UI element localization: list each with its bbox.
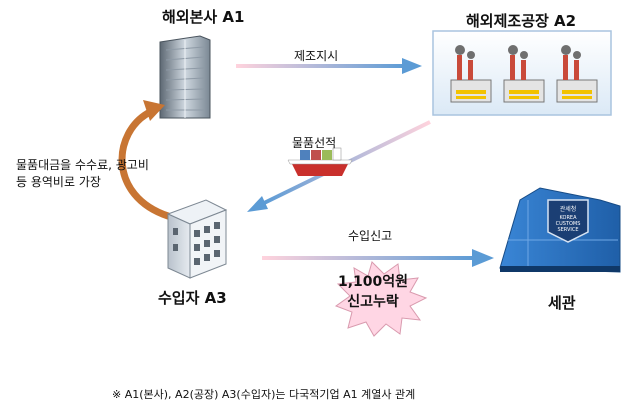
import-declaration-arrow — [262, 249, 494, 267]
omission-callout-text: 1,100억원 신고누락 — [318, 272, 428, 312]
factory-label: 해외제조공장 A2 — [466, 12, 577, 30]
disguised-payment-label: 물품대금을 수수료, 광고비 등 용역비로 가장 — [16, 157, 149, 191]
customs-building-icon: 관세청 KOREA CUSTOMS SERVICE — [499, 187, 621, 273]
hq-label: 해외본사 A1 — [162, 8, 245, 26]
omission-status: 신고누락 — [347, 294, 399, 310]
manufacture-order-label: 제조지시 — [294, 49, 339, 63]
omission-callout-burst — [334, 261, 428, 337]
importer-building-icon — [166, 199, 228, 279]
factory-icon — [450, 45, 492, 103]
disguised-payment-line1: 물품대금을 수수료, 광고비 — [16, 158, 149, 172]
customs-sign-line1: KOREA — [560, 215, 578, 221]
customs-sign-line2: CUSTOMS — [556, 221, 581, 227]
omission-amount: 1,100억원 — [337, 274, 409, 290]
cargo-ship-icon — [287, 147, 353, 176]
footnote: ※ A1(본사), A2(공장) A3(수입자)는 다국적기업 A1 계열사 관… — [112, 388, 416, 401]
import-declaration-label: 수입신고 — [348, 229, 393, 243]
manufacture-order-arrow — [236, 58, 422, 74]
factory-icon — [503, 45, 545, 103]
customs-sign-title: 관세청 — [560, 205, 577, 213]
customs-label: 세관 — [548, 294, 576, 312]
hq-building-icon — [159, 35, 211, 119]
disguised-payment-line2: 등 용역비로 가장 — [16, 175, 101, 189]
customs-sign-line3: SERVICE — [557, 227, 578, 233]
disguised-payment-arrow — [118, 100, 172, 220]
importer-label: 수입자 A3 — [158, 289, 227, 307]
shipment-label: 물품선적 — [292, 136, 337, 150]
factory-icon — [556, 45, 598, 103]
factory-panel — [432, 30, 612, 116]
